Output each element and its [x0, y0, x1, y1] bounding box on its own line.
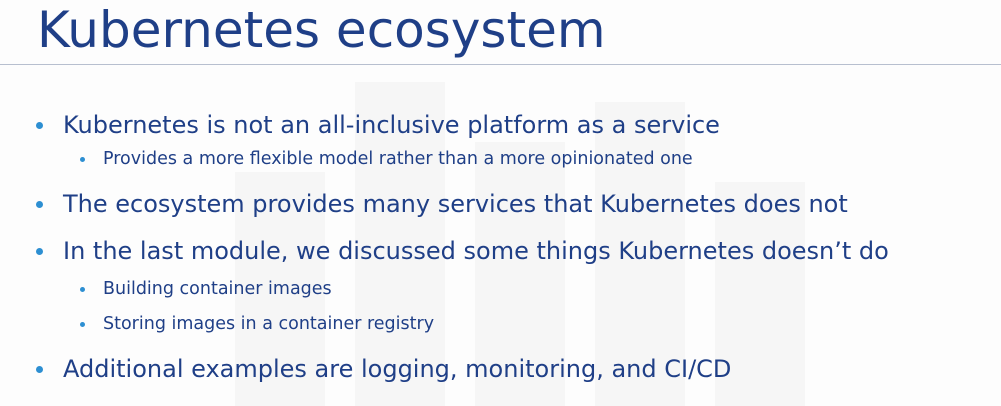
- bullet-text: Additional examples are logging, monitor…: [63, 355, 732, 383]
- bullet-text: The ecosystem provides many services tha…: [63, 190, 848, 218]
- sub-bullet-icon: [80, 287, 85, 292]
- sub-bullet-text: Provides a more flexible model rather th…: [103, 149, 693, 169]
- bullet-icon: [36, 366, 43, 373]
- bullet-icon: [36, 248, 43, 255]
- sub-bullet-icon: [80, 157, 85, 162]
- bullet-text: In the last module, we discussed some th…: [63, 237, 889, 265]
- sub-bullet-item: Storing images in a container registry: [80, 312, 434, 336]
- sub-bullet-item: Provides a more flexible model rather th…: [80, 147, 693, 171]
- slide-title: Kubernetes ecosystem: [37, 1, 606, 59]
- bullet-item: In the last module, we discussed some th…: [36, 236, 889, 266]
- title-divider: [0, 64, 1001, 65]
- sub-bullet-text: Storing images in a container registry: [103, 314, 435, 334]
- bullet-icon: [36, 122, 43, 129]
- bullet-item: The ecosystem provides many services tha…: [36, 189, 848, 219]
- sub-bullet-icon: [80, 322, 85, 327]
- sub-bullet-text: Building container images: [103, 279, 332, 299]
- bullet-text: Kubernetes is not an all-inclusive platf…: [63, 111, 720, 139]
- bullet-icon: [36, 201, 43, 208]
- sub-bullet-item: Building container images: [80, 277, 332, 301]
- background-watermark: [235, 82, 805, 406]
- bullet-item: Kubernetes is not an all-inclusive platf…: [36, 110, 720, 140]
- bullet-item: Additional examples are logging, monitor…: [36, 354, 731, 384]
